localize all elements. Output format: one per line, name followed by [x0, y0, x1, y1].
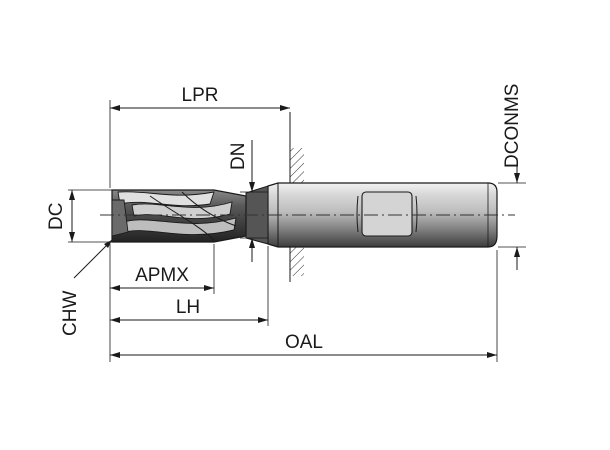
cutting-flutes: [111, 189, 247, 243]
apmx-dimension: APMX: [109, 244, 215, 362]
lpr-dimension: LPR: [109, 85, 290, 188]
shank-flat: [356, 191, 418, 237]
chw-label: CHW: [60, 291, 81, 336]
dc-dimension: DC: [46, 189, 112, 243]
lh-dimension: LH: [110, 246, 269, 326]
chw-dimension: CHW: [60, 239, 113, 336]
dconms-dimension: DCONMS: [498, 84, 526, 270]
dconms-label: DCONMS: [502, 84, 523, 168]
apmx-label: APMX: [135, 265, 189, 286]
lh-label: LH: [176, 297, 200, 318]
dn-label: DN: [228, 143, 249, 170]
oal-label: OAL: [285, 332, 323, 353]
oal-dimension: OAL: [110, 250, 498, 362]
dn-dimension: DN: [228, 140, 268, 262]
lpr-label: LPR: [182, 85, 219, 106]
dc-label: DC: [46, 203, 67, 230]
